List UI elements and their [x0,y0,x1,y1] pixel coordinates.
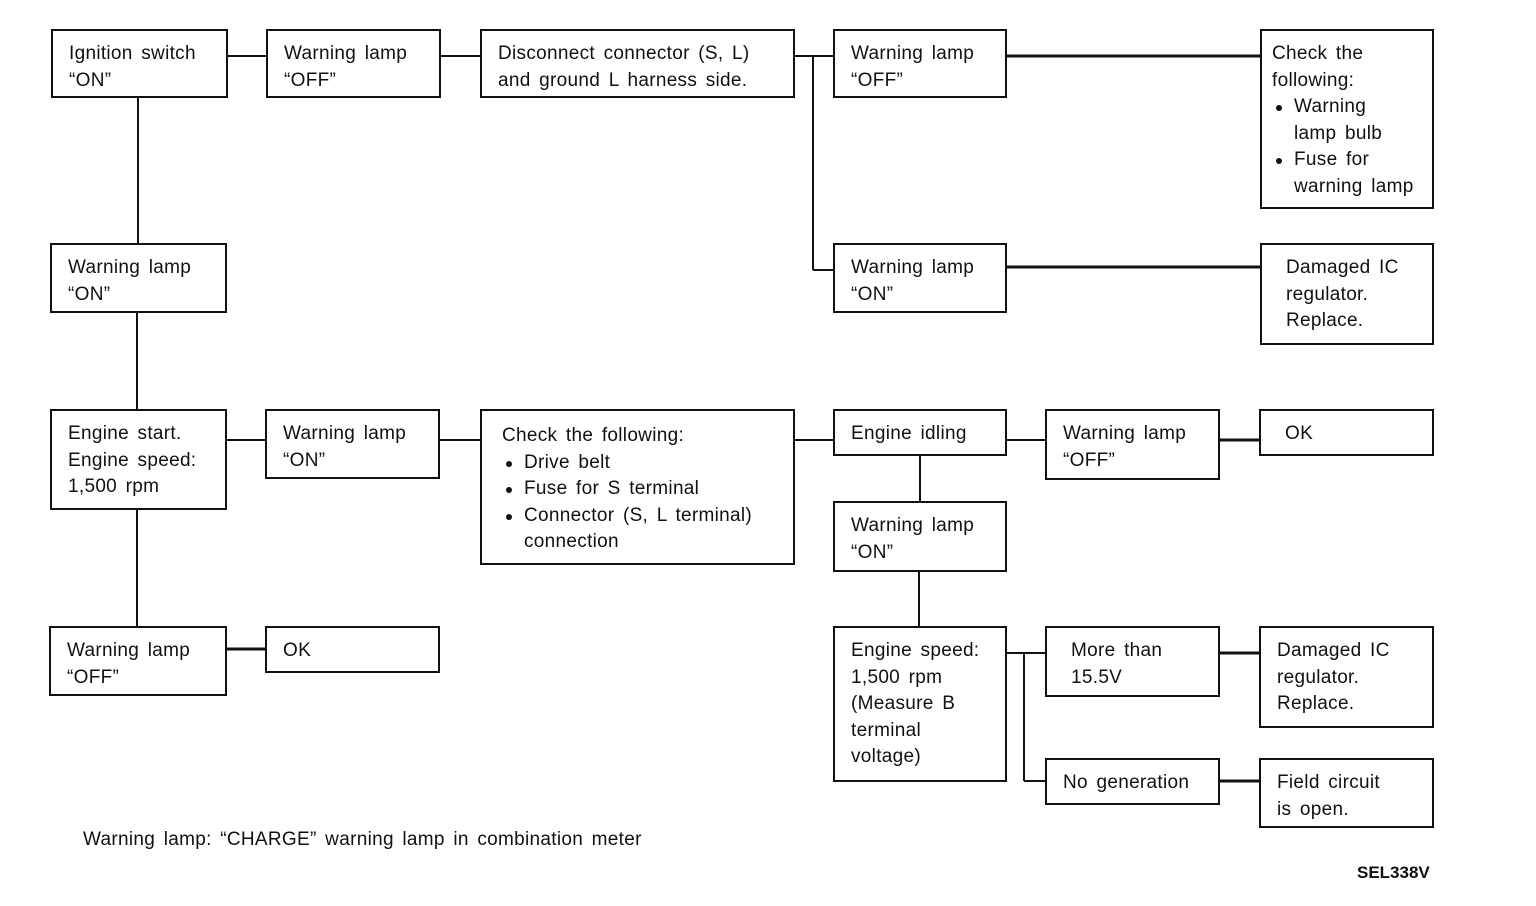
node-line: “ON” [69,69,112,91]
ok-box-2: OK [265,626,440,673]
warning-lamp-off-box-1: Warning lamp “OFF” [266,29,441,98]
bullet-item: Fuse for [1272,147,1418,174]
bullet-item: Fuse for S terminal [502,476,779,503]
engine-start-box: Engine start. Engine speed: 1,500 rpm [50,409,227,510]
node-line: regulator. [1277,666,1360,688]
node-line: Warning lamp [1063,423,1187,444]
warning-lamp-off-box-left: Warning lamp “OFF” [49,626,227,696]
node-line: Engine speed: [851,640,980,661]
node-line: Warning lamp [851,43,975,64]
warning-lamp-on-box-left: Warning lamp “ON” [50,243,227,313]
warning-lamp-on-box-mid: Warning lamp “ON” [265,409,440,479]
no-generation-box: No generation [1045,758,1220,805]
node-line: Warning lamp [284,43,408,64]
figure-code: SEL338V [1357,863,1430,882]
bullet-item: Warning [1272,94,1418,121]
node-line: OK [283,640,312,661]
node-line: regulator. [1286,283,1369,305]
node-line: “OFF” [284,69,337,91]
node-line: Check the following: [502,425,685,446]
node-line: Warning lamp [283,423,407,444]
warning-lamp-off-box-3: Warning lamp “OFF” [1045,409,1220,480]
warning-lamp-on-box-4: Warning lamp “ON” [833,501,1007,572]
disconnect-connector-box: Disconnect connector (S, L) and ground L… [480,29,795,98]
node-line: 15.5V [1071,666,1123,688]
bullet-continuation: lamp bulb [1294,122,1383,144]
node-line: “ON” [851,283,894,305]
check-bulb-fuse-box: Check the following: Warning lamp bulb F… [1260,29,1434,209]
engine-idling-box: Engine idling [833,409,1007,456]
measure-b-terminal-box: Engine speed: 1,500 rpm (Measure B termi… [833,626,1007,782]
node-line: “OFF” [1063,449,1116,471]
warning-lamp-off-box-2: Warning lamp “OFF” [833,29,1007,98]
node-line: “ON” [68,283,111,305]
node-line: terminal [851,719,921,741]
node-line: Warning lamp [68,257,192,278]
footnote: Warning lamp: “CHARGE” warning lamp in c… [83,829,642,850]
node-line: is open. [1277,798,1349,820]
node-line: “ON” [283,449,326,471]
node-line: (Measure B [851,693,956,714]
node-line: More than [1071,640,1163,661]
node-line: Warning lamp [851,515,975,536]
node-line: Replace. [1277,693,1355,714]
node-line: Ignition switch [69,43,196,64]
node-line: “OFF” [851,69,904,91]
node-line: Engine speed: [68,449,197,471]
damaged-ic-regulator-box-2: Damaged IC regulator. Replace. [1259,626,1434,728]
node-line: 1,500 rpm [851,666,943,688]
node-line: Warning lamp [67,640,191,661]
node-line: No generation [1063,772,1190,793]
ignition-on-box: Ignition switch “ON” [51,29,228,98]
node-line: Damaged IC [1277,640,1390,661]
node-line: “ON” [851,541,894,563]
node-line: Replace. [1286,310,1364,331]
node-line: “OFF” [67,666,120,688]
node-line: OK [1285,423,1314,444]
node-line: voltage) [851,746,921,767]
node-line: Disconnect connector (S, L) [498,43,750,64]
warning-lamp-on-box-right: Warning lamp “ON” [833,243,1007,313]
bullet-item: Drive belt [502,450,779,477]
more-than-15v-box: More than 15.5V [1045,626,1220,697]
node-line: Engine idling [851,423,967,444]
node-line: 1,500 rpm [68,476,160,497]
check-belt-fuse-connector-box: Check the following: Drive belt Fuse for… [480,409,795,565]
node-line: Field circuit [1277,772,1380,793]
bullet-continuation: warning lamp [1294,175,1414,197]
node-line: Engine start. [68,423,182,444]
node-line: following: [1272,69,1355,91]
node-line: Check the [1272,43,1364,64]
node-line: Damaged IC [1286,257,1399,278]
node-line: and ground L harness side. [498,69,748,91]
bullet-item: Connector (S, L terminal) [502,503,779,530]
node-line: Warning lamp [851,257,975,278]
field-circuit-open-box: Field circuit is open. [1259,758,1434,828]
ok-box-1: OK [1259,409,1434,456]
bullet-continuation: connection [524,531,619,552]
damaged-ic-regulator-box-1: Damaged IC regulator. Replace. [1260,243,1434,345]
